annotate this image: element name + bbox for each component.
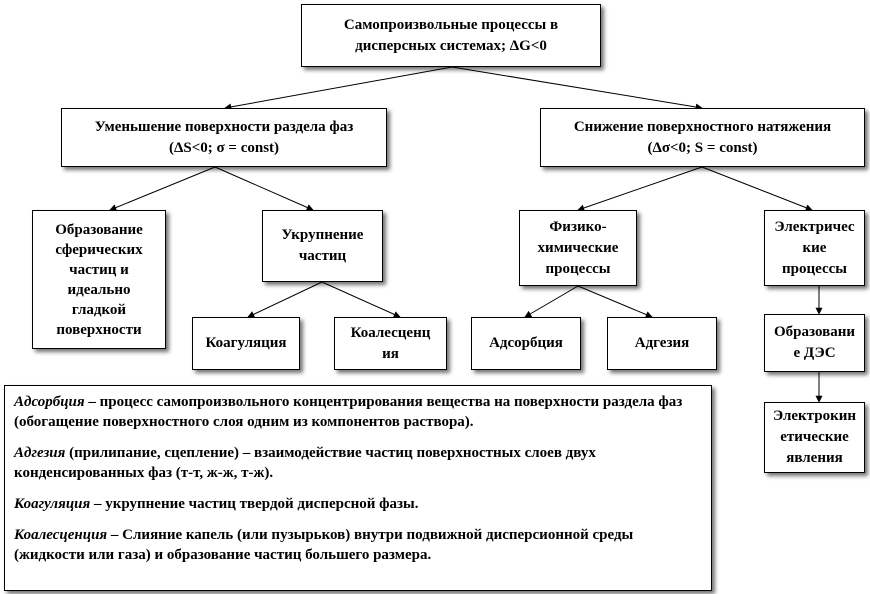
definition-text: – Слияние капель (или пузырьков) внутри … [14, 527, 634, 563]
node-electrokinetic: Электрокин етические явления [764, 402, 865, 473]
definition-term: Адсорбция [14, 394, 85, 410]
edge-left-coarsening [214, 166, 314, 211]
node-coagulation: Коагуляция [192, 317, 300, 370]
definition-term: Адгезия [14, 445, 66, 461]
node-des: Образовани е ДЭС [764, 314, 865, 372]
node-adhesion: Адгезия [607, 317, 717, 370]
definitions-panel: Адсорбция – процесс самопроизвольного ко… [4, 385, 712, 591]
edge-root-right [451, 66, 703, 111]
edge-coarsening-coalescence [321, 281, 401, 318]
edge-right-electric [701, 166, 813, 211]
edge-physchem-adsorption [524, 285, 579, 318]
node-left-main: Уменьшение поверхности раздела фаз (ΔS<0… [61, 108, 387, 167]
node-root: Самопроизвольные процессы в дисперсных с… [301, 4, 601, 67]
definition-coagulation: Коагуляция – укрупнение частиц твердой д… [14, 494, 703, 514]
node-coarsening: Укрупнение частиц [262, 210, 383, 282]
edge-root-left [224, 66, 453, 111]
edge-right-physchem [577, 166, 703, 212]
node-coalescence: Коалесценц ия [334, 317, 447, 370]
definition-adsorption: Адсорбция – процесс самопроизвольного ко… [14, 392, 703, 432]
definition-term: Коалесценция [14, 527, 108, 543]
edge-left-spherical [109, 166, 216, 211]
definition-text: – процесс самопроизвольного концентриров… [14, 394, 683, 430]
node-electric: Электричес кие процессы [764, 210, 865, 286]
definition-text: – укрупнение частиц твердой дисперсной ф… [90, 496, 419, 512]
node-right-main: Снижение поверхностного натяжения (Δσ<0;… [540, 108, 865, 167]
edge-coarsening-coagulation [247, 281, 323, 318]
node-spherical: Образование сферических частиц и идеальн… [32, 210, 166, 349]
definition-text: (прилипание, сцепление) – взаимодействие… [14, 445, 596, 481]
edge-physchem-adhesion [577, 285, 653, 318]
node-physchem: Физико- химические процессы [519, 210, 637, 286]
node-adsorption: Адсорбция [471, 317, 581, 370]
definition-adhesion: Адгезия (прилипание, сцепление) – взаимо… [14, 443, 703, 483]
definition-term: Коагуляция [14, 496, 91, 512]
definition-coalescence: Коалесценция – Слияние капель (или пузыр… [14, 525, 703, 565]
